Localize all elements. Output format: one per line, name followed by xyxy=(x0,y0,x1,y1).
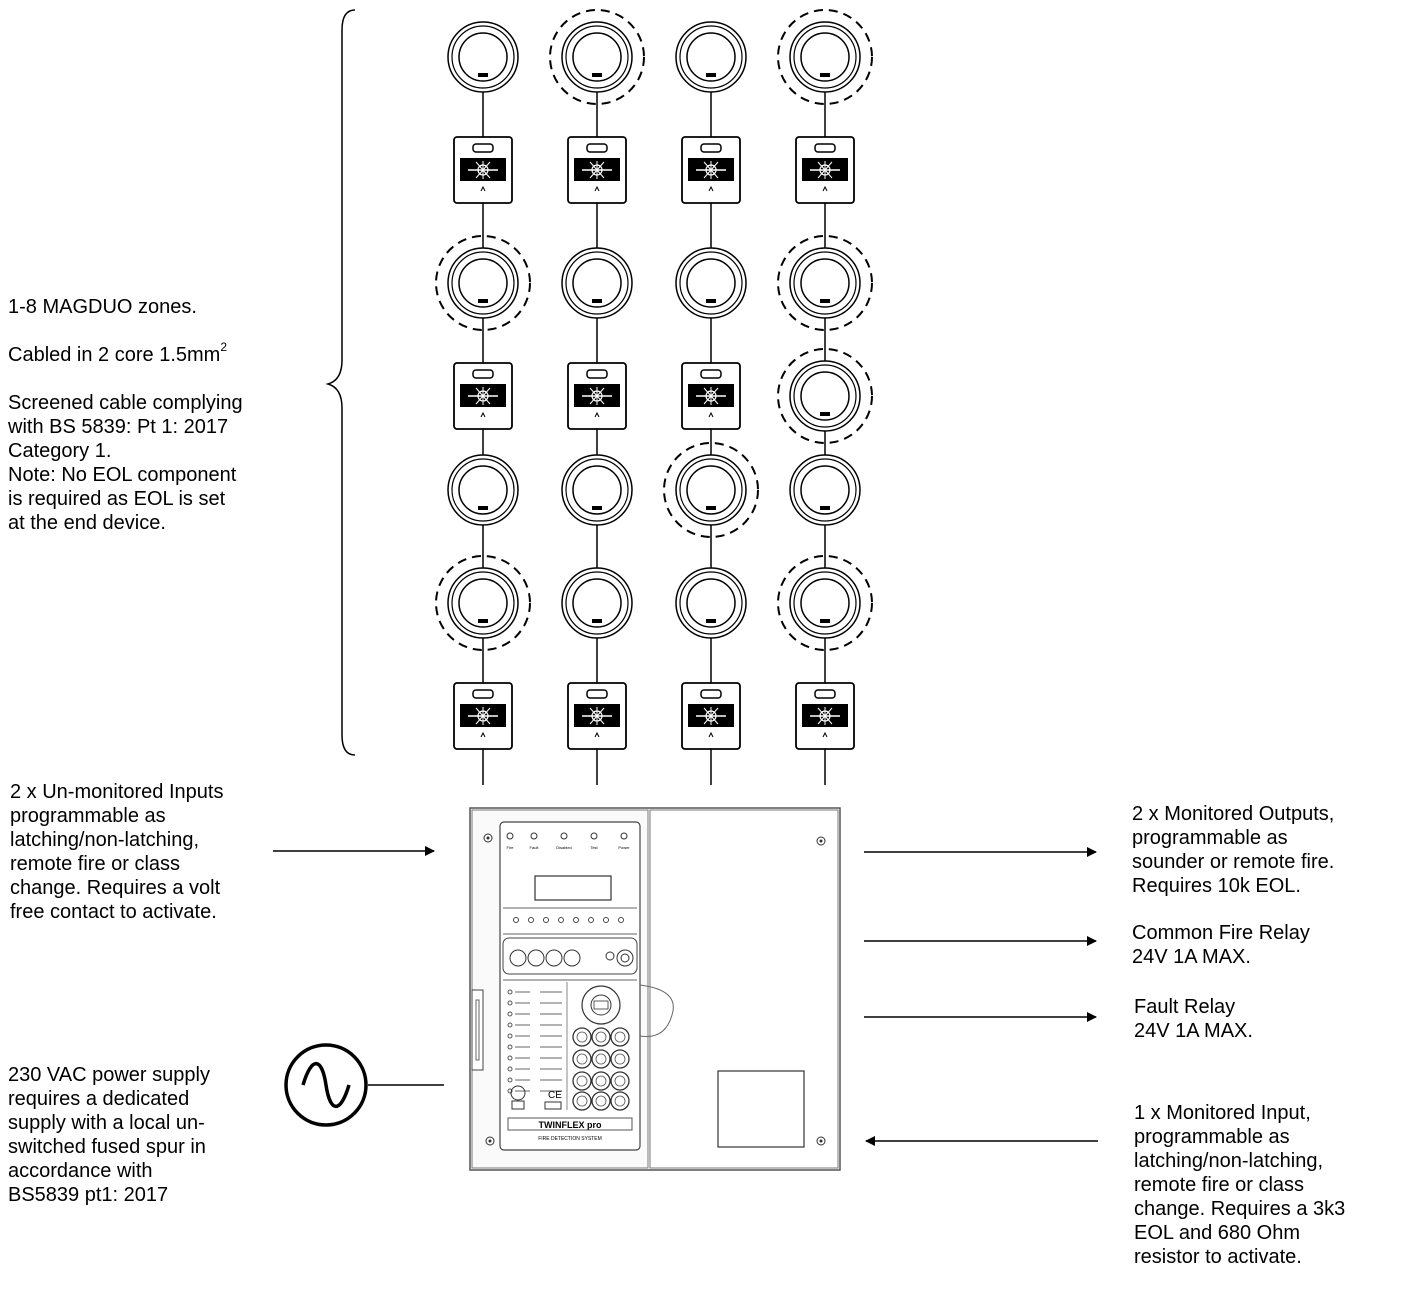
detector-icon xyxy=(675,21,747,93)
manual-call-point-icon xyxy=(567,136,627,204)
zone-column xyxy=(549,9,645,785)
keypad-key xyxy=(591,1049,611,1069)
svg-text:Fault: Fault xyxy=(530,845,540,850)
keypad-key xyxy=(610,1049,630,1069)
power-supply-label: 230 VAC power supply requires a dedicate… xyxy=(8,1064,210,1206)
detector-icon xyxy=(447,21,519,93)
keypad-key xyxy=(610,1071,630,1091)
svg-text:Disabled: Disabled xyxy=(556,845,572,850)
zone-led xyxy=(558,917,564,923)
svg-text:Fire: Fire xyxy=(507,845,515,850)
keypad-key xyxy=(610,1091,630,1111)
detector-icon xyxy=(675,247,747,319)
control-panel: Fire Fault Disabled Test Power CE TWINFLEX p… xyxy=(469,807,841,1171)
monitored-input-label: 1 x Monitored Input, programmable as lat… xyxy=(1134,1102,1346,1268)
keypad-key xyxy=(591,1071,611,1091)
keypad-key xyxy=(591,1091,611,1111)
panel-brand: TWINFLEX pro xyxy=(539,1120,602,1130)
manual-call-point-icon xyxy=(681,682,741,750)
zone-led xyxy=(513,917,519,923)
panel-indicator: Test xyxy=(590,832,599,850)
manual-call-point-icon xyxy=(453,136,513,204)
zone-led xyxy=(603,917,609,923)
zones-description: 1-8 MAGDUO zones. Cabled in 2 core 1.5mm… xyxy=(8,271,328,559)
keypad-key xyxy=(610,1027,630,1047)
zone-column xyxy=(435,21,531,785)
manual-call-point-icon xyxy=(567,682,627,750)
zone-brace xyxy=(325,9,356,756)
keypad-key xyxy=(591,1027,611,1047)
zones-line-rest: Screened cable complying with BS 5839: P… xyxy=(8,392,243,534)
keypad-key xyxy=(572,1071,592,1091)
keypad-key xyxy=(572,1049,592,1069)
zone-column xyxy=(777,9,873,785)
manual-call-point-icon xyxy=(795,682,855,750)
svg-text:Power: Power xyxy=(618,845,630,850)
detector-icon xyxy=(789,454,861,526)
zone-column xyxy=(663,21,759,785)
zone-led xyxy=(543,917,549,923)
detector-icon xyxy=(561,247,633,319)
manual-call-point-icon xyxy=(795,136,855,204)
detector-icon xyxy=(447,454,519,526)
panel-indicator: Fire xyxy=(506,832,515,850)
keypad-key xyxy=(572,1091,592,1111)
ac-supply-icon xyxy=(284,1043,368,1127)
manual-call-point-icon xyxy=(567,362,627,430)
manual-call-point-icon xyxy=(453,362,513,430)
sounder-detector-icon xyxy=(663,442,759,538)
manual-call-point-icon xyxy=(453,682,513,750)
sounder-detector-icon xyxy=(435,555,531,651)
zones-line-1: 1-8 MAGDUO zones. xyxy=(8,296,197,318)
panel-indicator: Fault xyxy=(530,832,540,850)
manual-call-point-icon xyxy=(681,362,741,430)
sounder-detector-icon xyxy=(435,235,531,331)
fire-relay-label: Common Fire Relay 24V 1A MAX. xyxy=(1132,922,1310,968)
zones-line-2: Cabled in 2 core 1.5mm2 xyxy=(8,340,228,366)
fault-relay-label: Fault Relay 24V 1A MAX. xyxy=(1134,996,1253,1042)
zone-led xyxy=(618,917,624,923)
svg-text:Test: Test xyxy=(590,845,598,850)
sounder-detector-icon xyxy=(777,348,873,444)
unmonitored-inputs-label: 2 x Un-monitored Inputs programmable as … xyxy=(10,781,224,923)
detector-icon xyxy=(561,567,633,639)
sounder-detector-icon xyxy=(777,9,873,105)
sounder-detector-icon xyxy=(777,235,873,331)
panel-indicator: Disabled xyxy=(556,832,572,850)
keypad-key xyxy=(572,1027,592,1047)
manual-call-point-icon xyxy=(681,136,741,204)
zone-columns xyxy=(435,9,873,785)
sounder-detector-icon xyxy=(549,9,645,105)
sounder-detector-icon xyxy=(777,555,873,651)
svg-text:CE: CE xyxy=(548,1090,562,1101)
panel-subtitle: FIRE DETECTION SYSTEM xyxy=(538,1136,602,1142)
zone-led xyxy=(588,917,594,923)
monitored-outputs-label: 2 x Monitored Outputs, programmable as s… xyxy=(1132,803,1335,897)
detector-icon xyxy=(561,454,633,526)
zone-led xyxy=(573,917,579,923)
panel-indicator: Power xyxy=(618,832,630,850)
detector-icon xyxy=(675,567,747,639)
zone-led xyxy=(528,917,534,923)
